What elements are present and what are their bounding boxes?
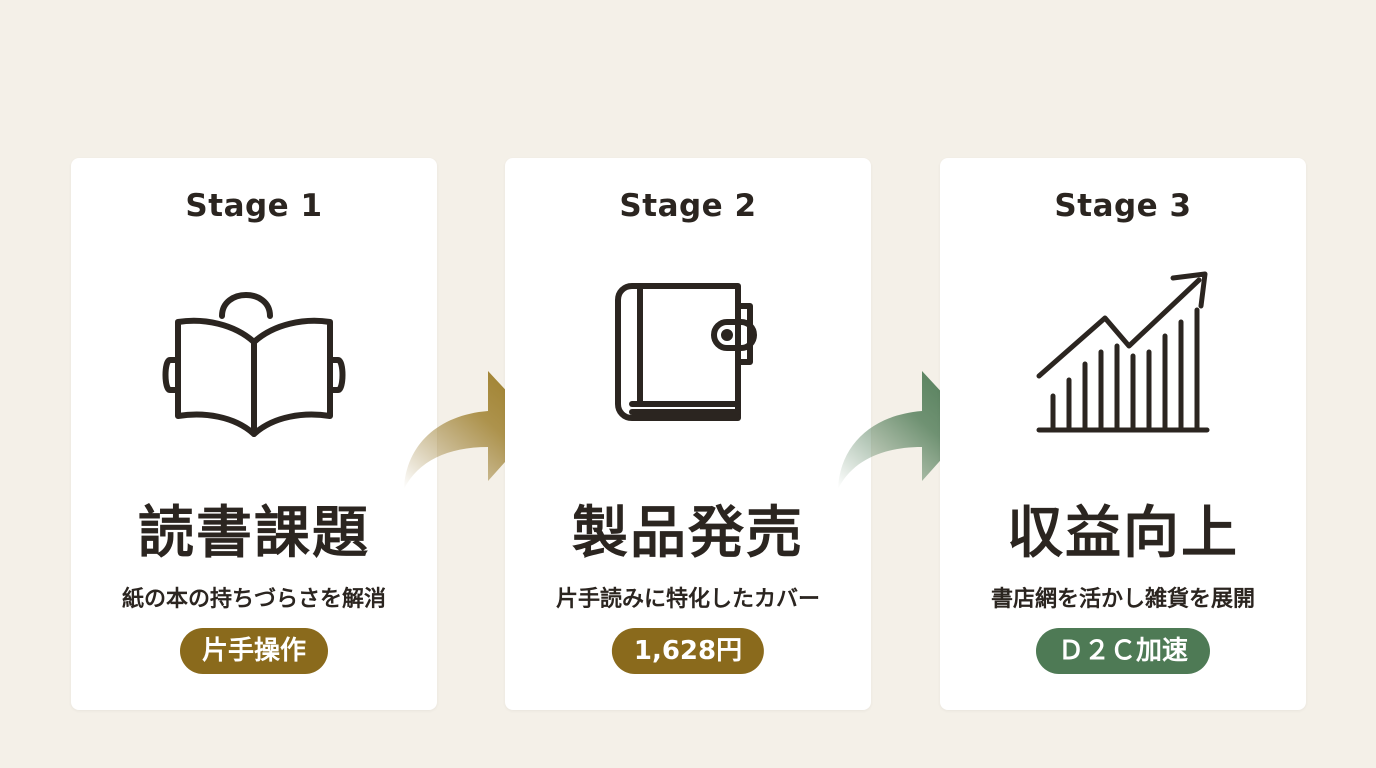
stage-title: 製品発売: [572, 500, 804, 566]
stage-badge: Ｄ２Ｃ加速: [1035, 628, 1211, 674]
stage-description: 紙の本の持ちづらさを解消: [121, 587, 386, 612]
stage-label: Stage 3: [1054, 188, 1192, 224]
stage-title: 読書課題: [138, 500, 370, 566]
stage-label: Stage 2: [619, 188, 757, 224]
arrow-right-icon: [404, 371, 538, 489]
stage-card-1: Stage 1 読書課題 紙の本の持ちづらさを解消 片手操作: [71, 158, 437, 710]
stage-description: 片手読みに特化したカバー: [555, 587, 820, 612]
stage-badge: 1,628円: [611, 628, 765, 674]
arrow-right-icon: [838, 371, 972, 489]
stage-card-2: Stage 2 製品発売 片手読みに特化したカバー 1,628円: [505, 158, 871, 710]
stage-badge: 片手操作: [179, 628, 329, 674]
stage-description: 書店網を活かし雑貨を展開: [990, 587, 1255, 612]
stage-title: 収益向上: [1007, 500, 1239, 566]
stage-card-3: Stage 3 収益向上 書店: [940, 158, 1306, 710]
book-cover-icon: [588, 266, 788, 446]
stage-label: Stage 1: [185, 188, 323, 224]
growth-chart-icon: [1023, 266, 1223, 446]
reading-book-icon: [154, 266, 354, 446]
